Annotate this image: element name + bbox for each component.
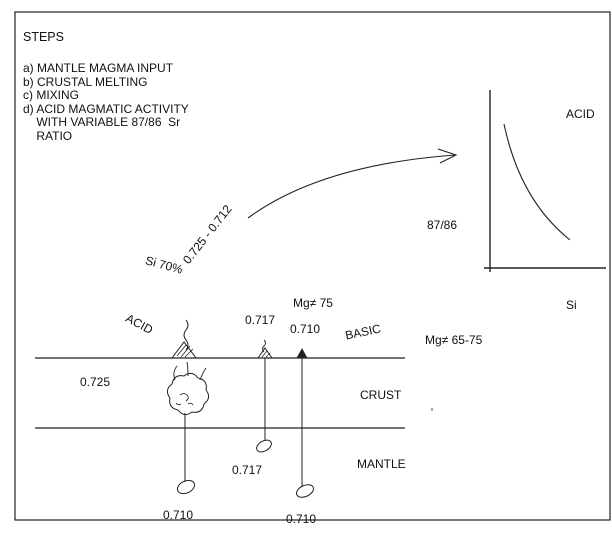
step-d-line2: WITH VARIABLE 87/86 Sr [23,116,189,130]
crustal-pocket [255,438,274,455]
mixing-volcano [258,348,272,358]
steps-title: STEPS [23,30,64,44]
mg-top-label: Mg≠ 75 [293,296,333,310]
crustal-melt-blob [167,362,208,415]
basic-volcano [297,349,307,358]
arrow-to-inset [248,155,455,218]
inset-y-label: 87/86 [427,218,457,232]
step-b: b) CRUSTAL MELTING [23,76,189,90]
value-0725: 0.725 [80,375,110,389]
step-a: a) MANTLE MAGMA INPUT [23,62,189,76]
step-d-line3: RATIO [23,130,189,144]
value-0717-top: 0.717 [245,313,275,327]
mg-range-label: Mg≠ 65-75 [425,333,482,347]
step-d: d) ACID MAGMATIC ACTIVITY [23,103,189,117]
mantle-label: MANTLE [357,457,406,471]
value-0717-bottom: 0.717 [232,463,262,477]
steps-list: a) MANTLE MAGMA INPUT b) CRUSTAL MELTING… [23,62,189,143]
value-0710-right: 0.710 [286,512,316,526]
acid-volcano [172,342,196,358]
inset-curve [504,124,570,240]
basic-mantle-pocket [295,482,316,500]
step-c: c) MIXING [23,89,189,103]
inset-x-label: Si [566,298,577,312]
acid-mantle-pocket [175,478,196,496]
crust-label: CRUST [360,388,401,402]
value-0710-top: 0.710 [290,322,320,336]
inset-title: ACID [566,107,595,121]
value-0710-left: 0.710 [163,508,193,522]
